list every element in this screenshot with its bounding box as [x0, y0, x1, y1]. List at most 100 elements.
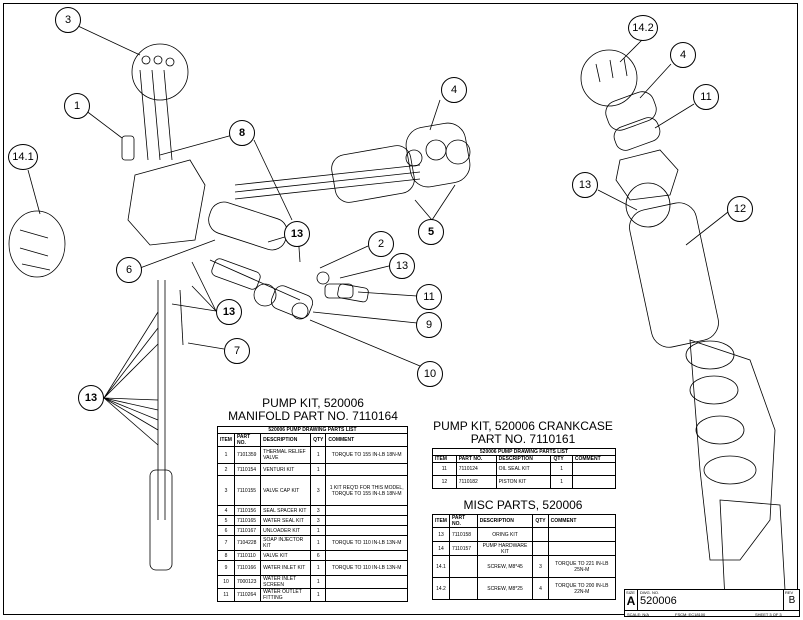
cell-comment: 1 KIT REQ'D FOR THIS MODEL, TORQUE TO 15… — [325, 475, 408, 506]
cell-qty: 1 — [310, 560, 327, 576]
cell-qty: 3 — [532, 555, 549, 578]
cell-comment — [325, 550, 408, 561]
scale-text: SCALE: N/A — [627, 612, 650, 617]
table-row: 2 7110154 VENTURI KIT 1 — [217, 463, 408, 476]
callout-6: 6 — [116, 257, 142, 283]
cell-part-no: 7000123 — [233, 575, 262, 589]
table-row: 6 7110167 UNLOADER KIT 1 — [217, 525, 408, 536]
size-value: A — [626, 594, 636, 608]
cell-item: 2 — [217, 463, 235, 476]
cell-part-no: 7104228 — [233, 535, 262, 551]
callout-11: 11 — [693, 84, 719, 110]
col-header: PART NO. — [233, 433, 262, 447]
leader-line — [654, 103, 695, 129]
screws-14-2 — [595, 57, 628, 83]
table-row: 5 7110165 WATER SEAL KIT 3 — [217, 515, 408, 526]
cell-part-no: 7110165 — [233, 515, 262, 526]
manifold-title: PUMP KIT, 520006 MANIFOLD PART NO. 71101… — [218, 397, 408, 423]
cell-item: 9 — [217, 560, 235, 576]
plunger-pins — [234, 164, 421, 200]
col-header: PART NO. — [448, 514, 478, 528]
leader-line — [191, 285, 217, 312]
cell-qty: 1 — [310, 525, 327, 536]
table-row: 14 7110157 PUMP HARDWARE KIT — [432, 541, 617, 556]
leader-line — [619, 39, 643, 63]
leader-line — [312, 311, 418, 324]
table-row: 14.2 SCREW, M8*25 4 TORQUE TO 200 IN-LB … — [432, 577, 617, 600]
cell-comment — [547, 527, 617, 542]
bearing-ring — [695, 415, 745, 445]
col-header: DESCRIPTION — [495, 455, 552, 463]
cell-comment — [325, 588, 408, 602]
cell-qty: 1 — [310, 535, 327, 551]
bearing-ring — [685, 340, 735, 370]
leader-line — [103, 397, 159, 401]
dwg-no-value: 520006 — [640, 595, 677, 607]
leader-line — [685, 211, 729, 246]
cell-comment: TORQUE TO 155 IN-LB 18N-M — [325, 446, 408, 464]
sheet-border — [3, 3, 798, 615]
cell-description: SOAP INJECTOR KIT — [260, 535, 312, 551]
cell-description: SCREW, M8*25 — [476, 577, 534, 600]
cell-item: 8 — [217, 550, 235, 561]
cell-part-no: 7110157 — [448, 541, 478, 556]
table-row: 3 7110155 VALVE CAP KIT 3 1 KIT REQ'D FO… — [217, 475, 408, 506]
leader-line — [103, 397, 159, 446]
leader-line — [191, 261, 217, 312]
col-header: ITEM — [217, 433, 235, 447]
cell-comment — [325, 575, 408, 589]
title-block: SIZE A DWG. NO. 520006 REV B SCALE: N/A … — [624, 589, 800, 617]
cell-comment: TORQUE TO 110 IN-LB 13N-M — [325, 535, 408, 551]
rev-label: REV — [785, 590, 794, 595]
cell-item: 7 — [217, 535, 235, 551]
leader-line — [103, 397, 159, 431]
table-row: 8 7110110 VALVE KIT 6 — [217, 550, 408, 561]
cell-comment — [325, 505, 408, 516]
leader-line — [103, 397, 159, 411]
cell-comment: TORQUE TO 110 IN-LB 13N-M — [325, 560, 408, 576]
cell-qty: 1 — [310, 588, 327, 602]
col-header: DESCRIPTION — [260, 433, 312, 447]
leader-line — [84, 109, 123, 139]
unloader-stack — [157, 280, 166, 520]
venturi-fitting — [324, 283, 354, 299]
cell-qty — [532, 541, 549, 556]
cell-item: 11 — [432, 462, 457, 476]
bearing-ring — [703, 455, 757, 485]
cell-item: 14.2 — [432, 577, 450, 600]
table-row: 12 7110182 PISTON KIT 1 — [432, 475, 617, 489]
col-header: ITEM — [432, 514, 450, 528]
leader-line — [253, 139, 293, 221]
crankcase-base — [719, 499, 786, 601]
cell-part-no: 7101359 — [233, 446, 262, 464]
leader-line — [597, 189, 638, 211]
water-inlet-fitting — [211, 258, 261, 290]
callout-13: 13 — [284, 221, 310, 247]
leader-line — [103, 327, 159, 399]
table-row: 11 7110264 WATER OUTLET FITTING 1 — [217, 588, 408, 602]
cell-part-no: 7110154 — [233, 463, 262, 476]
cell-description: WATER INLET SCREEN — [260, 575, 312, 589]
fscm-text: FSCM: EC18100 — [675, 612, 706, 617]
cell-qty: 4 — [532, 577, 549, 600]
valve-cap — [141, 55, 151, 65]
col-header: DESCRIPTION — [476, 514, 534, 528]
callout-8: 8 — [229, 120, 255, 146]
callout-14-1: 14.1 — [8, 144, 38, 170]
cell-part-no: 7110124 — [455, 462, 497, 476]
cell-description: SCREW, M8*45 — [476, 555, 534, 578]
cell-item: 11 — [217, 588, 235, 602]
callout-4: 4 — [670, 42, 696, 68]
leader-line — [431, 184, 456, 221]
cell-comment — [571, 462, 617, 476]
cell-comment: TORQUE TO 200 IN-LB 22N-M — [547, 577, 617, 600]
callout-7: 7 — [224, 338, 250, 364]
seal-ring — [405, 149, 423, 167]
cell-part-no — [448, 555, 478, 578]
leader-line — [639, 63, 672, 99]
table-caption: 520006 PUMP DRAWING PARTS LIST — [217, 426, 408, 434]
cell-description: PISTON KIT — [495, 475, 552, 489]
table-row: 7 7104228 SOAP INJECTOR KIT 1 TORQUE TO … — [217, 535, 408, 551]
callout-9: 9 — [416, 312, 442, 338]
callout-5: 5 — [418, 219, 444, 245]
